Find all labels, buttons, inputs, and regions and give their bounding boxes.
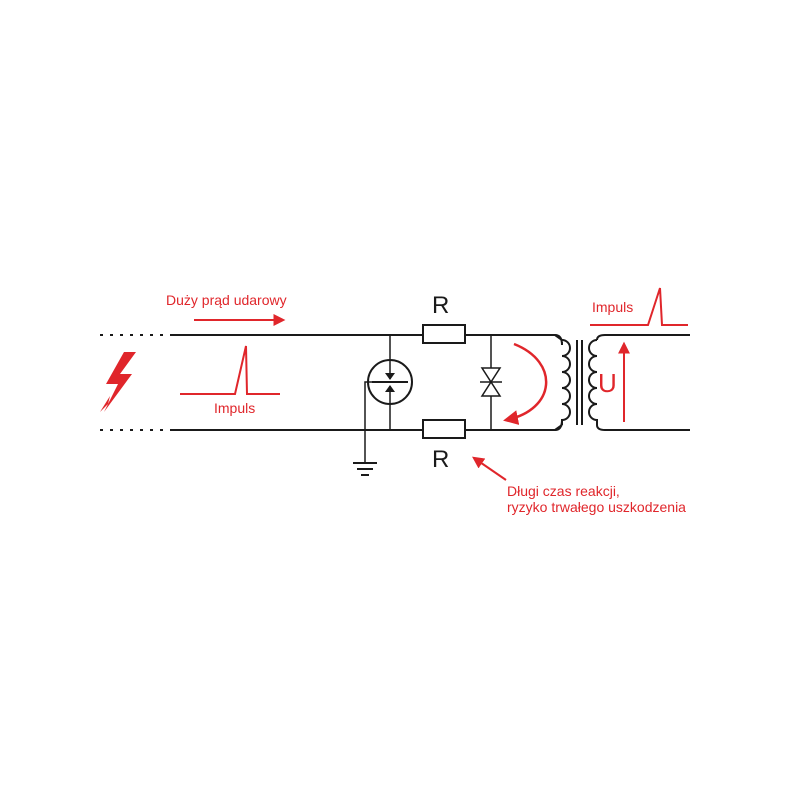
resistor-top-label: R: [432, 292, 449, 319]
warning-text-line1: Długi czas reakcji,: [507, 483, 620, 499]
wire-secondary-bottom: [596, 424, 690, 431]
reaction-curved-arrow: [503, 342, 548, 425]
resistor-bottom: [422, 419, 466, 439]
wire-secondary-top: [596, 334, 690, 341]
transformer-icon: [561, 339, 598, 425]
bidirectional-diode-icon: [480, 335, 502, 430]
surge-current-label: Duży prąd udarowy: [166, 292, 287, 308]
transformer-primary-link-bottom: [554, 424, 563, 431]
impulse-waveform-right: [590, 287, 688, 326]
ground-symbol-icon: [353, 462, 377, 476]
impulse-right-label: Impuls: [592, 299, 633, 315]
impulse-waveform-left: [180, 345, 280, 395]
resistor-bottom-label: R: [432, 446, 449, 473]
warning-arrow: [472, 456, 507, 481]
impulse-left-label: Impuls: [214, 400, 255, 416]
voltage-label: U: [598, 368, 617, 398]
transformer-primary-link-top: [554, 334, 563, 341]
warning-text-line2: ryzyko trwałego uszkodzenia: [507, 499, 686, 515]
lightning-bolt-icon: [100, 352, 136, 412]
resistor-top: [422, 324, 466, 344]
gas-discharge-tube-icon: [364, 335, 413, 462]
transformer-primary-wire: [554, 334, 563, 431]
